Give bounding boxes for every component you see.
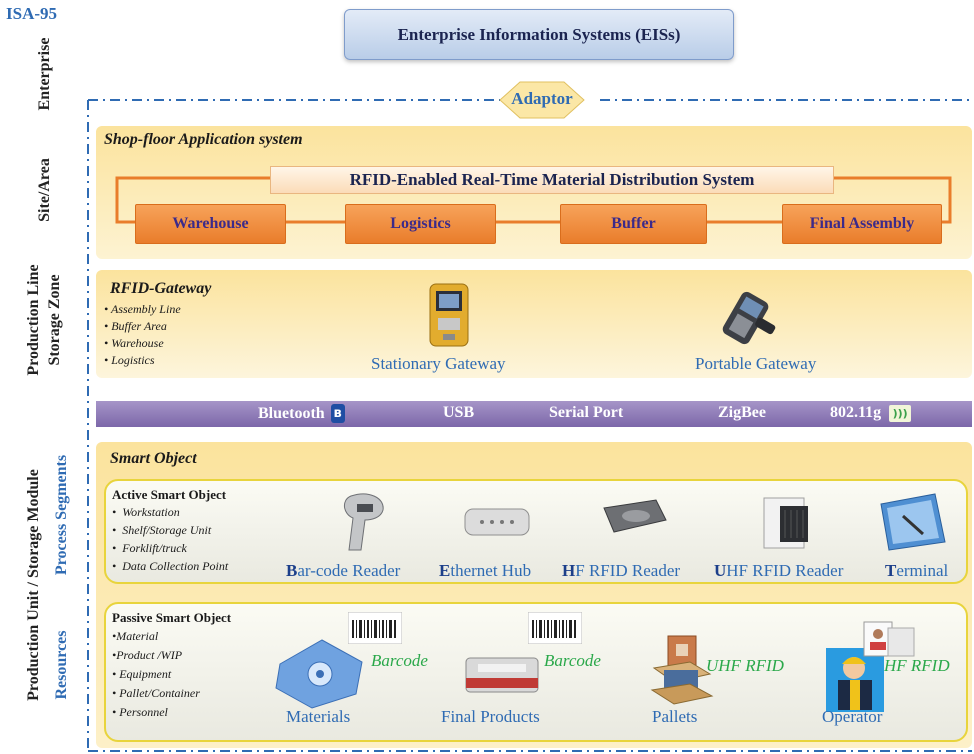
operator-image (826, 648, 884, 712)
active-item-2: • Shelf/Storage Unit (112, 523, 212, 537)
object-pallets: Pallets (652, 707, 698, 726)
device-terminal: Terminal (885, 561, 949, 580)
pallets-image (650, 635, 714, 705)
active-smart-object-box (104, 479, 968, 584)
passive-title: Passive Smart Object (112, 610, 232, 625)
system-title-box: RFID-Enabled Real-Time Material Distribu… (270, 166, 834, 194)
terminal-image (880, 493, 946, 551)
system-connector (115, 176, 952, 224)
eis-title: Enterprise Information Systems (EISs) (397, 24, 681, 44)
device-uhf-rfid-reader: UHF RFID Reader (714, 561, 844, 580)
object-operator: Operator (822, 707, 883, 726)
portable-gateway-image (722, 291, 776, 345)
module-buffer: Buffer (560, 204, 707, 244)
gateway-item-1: • Assembly Line (104, 302, 181, 316)
barcode-reader-image (344, 493, 384, 551)
object-final-products: Final Products (441, 707, 540, 726)
isa-label: ISA-95 (6, 4, 58, 23)
smart-object-title: Smart Object (110, 450, 197, 467)
tag-barcode-2: Barcode (544, 651, 601, 670)
system-title: RFID-Enabled Real-Time Material Distribu… (349, 170, 755, 189)
adaptor: Adaptor (486, 80, 598, 120)
comm-bluetooth: Bluetooth ʙ (258, 404, 345, 423)
module-logistics: Logistics (345, 204, 496, 244)
object-materials: Materials (286, 707, 351, 726)
comm-bar (96, 401, 972, 427)
active-title: Active Smart Object (112, 487, 227, 502)
active-item-1: • Workstation (112, 505, 180, 519)
stationary-gateway-label: Stationary Gateway (371, 354, 506, 373)
tag-barcode-1: Barcode (371, 651, 428, 670)
tag-hf-rfid: HF RFID (884, 656, 950, 675)
passive-item-5: • Personnel (112, 705, 168, 719)
comm-serial: Serial Port (549, 404, 624, 421)
gateway-title: RFID-Gateway (110, 280, 212, 297)
final-products-image (465, 657, 539, 693)
portable-gateway-label: Portable Gateway (695, 354, 817, 373)
shopfloor-title: Shop-floor Application system (104, 131, 303, 148)
barcode-sticker-2 (528, 612, 582, 644)
tag-uhf-rfid: UHF RFID (706, 656, 784, 675)
uhf-rfid-reader-image (763, 497, 808, 549)
device-hf-rfid-reader: HF RFID Reader (562, 561, 681, 580)
id-badge-image (863, 621, 915, 657)
active-item-4: • Data Collection Point (112, 559, 229, 573)
gateway-item-2: • Buffer Area (104, 319, 167, 333)
comm-zigbee: ZigBee (718, 404, 766, 421)
adaptor-label: Adaptor (511, 89, 573, 108)
gateway-panel (96, 270, 972, 378)
bluetooth-icon: ʙ (330, 404, 345, 423)
module-warehouse: Warehouse (135, 204, 286, 244)
ethernet-hub-image (464, 508, 530, 536)
device-ethernet-hub: Ethernet Hub (439, 561, 532, 580)
barcode-sticker-1 (348, 612, 402, 644)
wifi-icon: ))) (889, 404, 912, 422)
passive-item-3: • Equipment (112, 667, 172, 681)
gateway-item-3: • Warehouse (104, 336, 164, 350)
passive-item-4: • Pallet/Container (112, 686, 200, 700)
comm-wifi: 802.11g ))) (830, 404, 912, 422)
device-barcode-reader: Bar-code Reader (286, 561, 401, 580)
passive-item-2: •Product /WIP (112, 648, 183, 662)
materials-image (275, 639, 363, 709)
active-item-3: • Forklift/truck (112, 541, 187, 555)
stationary-gateway-image (429, 283, 469, 347)
eis-box: Enterprise Information Systems (EISs) (344, 9, 734, 60)
module-final-assembly: Final Assembly (782, 204, 942, 244)
passive-item-1: •Material (112, 629, 159, 643)
hf-rfid-reader-image (603, 499, 667, 533)
comm-usb: USB (443, 404, 475, 421)
gateway-item-4: • Logistics (104, 353, 155, 367)
